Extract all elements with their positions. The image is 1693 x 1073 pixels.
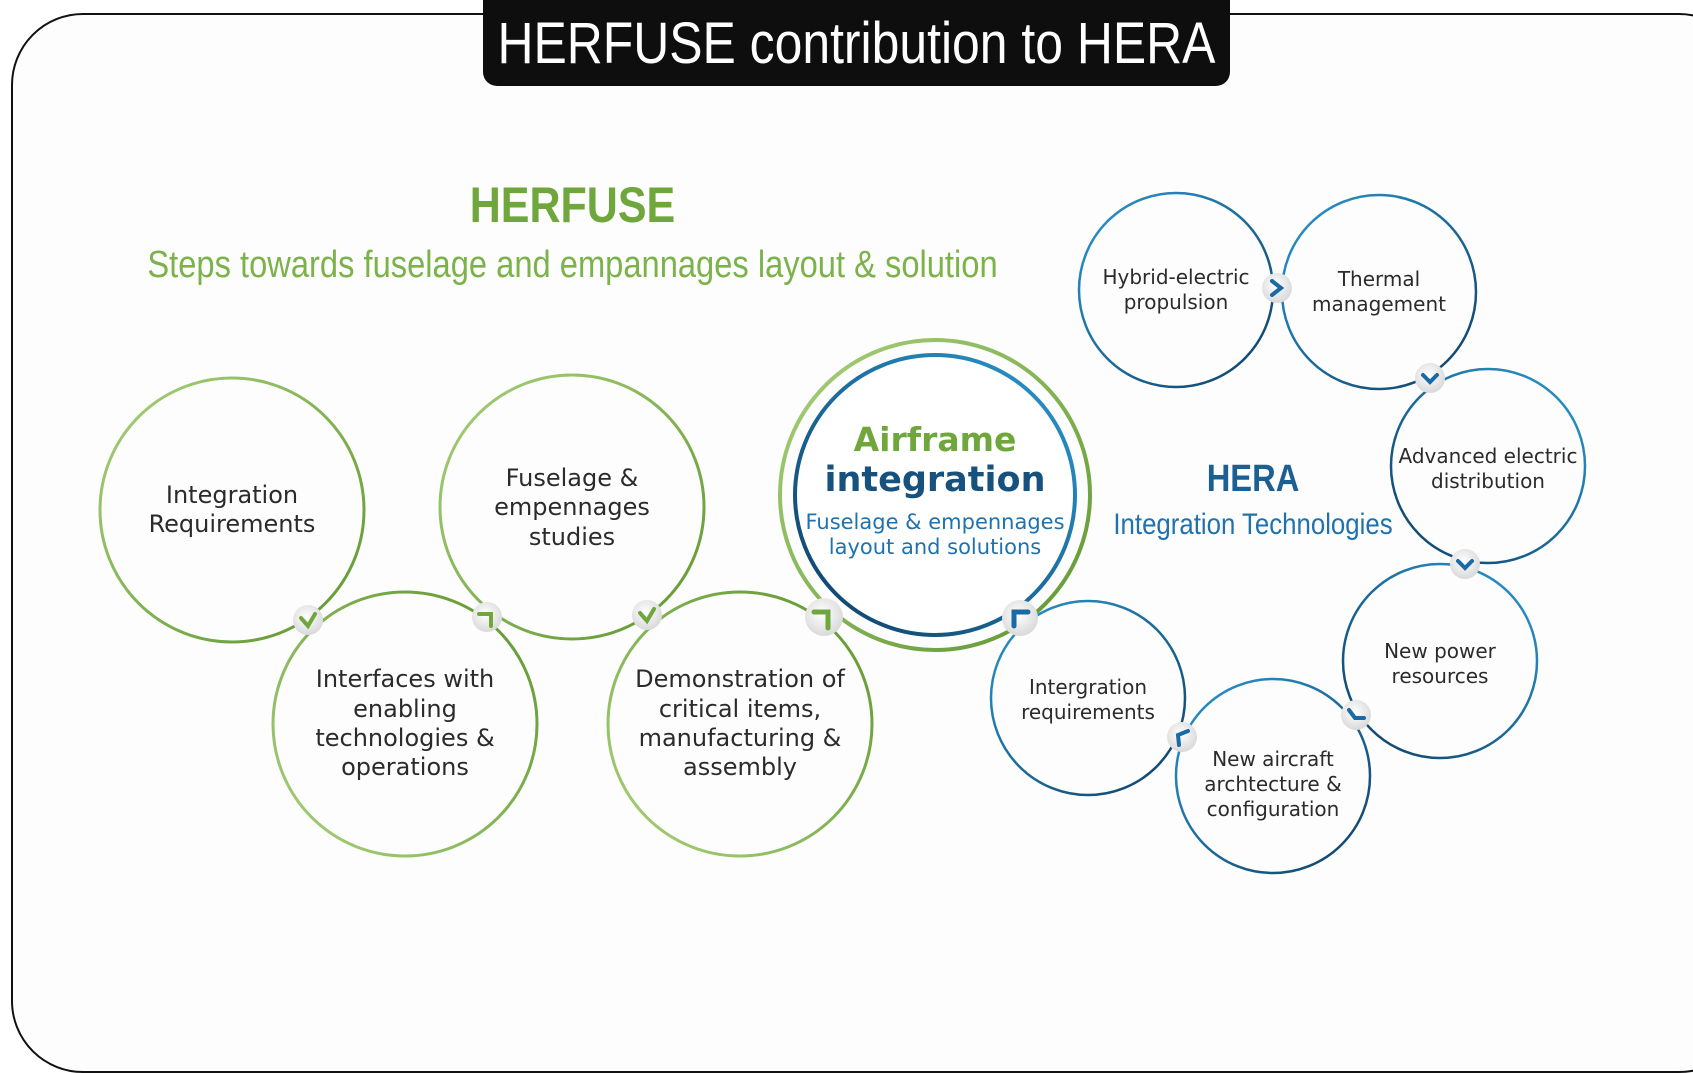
- herfuse-subheading: Steps towards fuselage and empannages la…: [147, 244, 998, 286]
- title-banner: HERFUSE contribution to HERA: [483, 0, 1230, 86]
- hub-outer-ring: [778, 338, 1092, 652]
- connector-icon: [632, 600, 662, 630]
- connector-icon: [1450, 549, 1480, 579]
- herfuse-heading: HERFUSE: [469, 177, 676, 233]
- connector-icon: [805, 598, 843, 636]
- hub-inner-ring: [793, 353, 1077, 637]
- hera-step-thermal-management: Thermal management: [1312, 267, 1446, 316]
- hera-step-circle-architecture: [1174, 677, 1372, 875]
- page-title: HERFUSE contribution to HERA: [497, 10, 1216, 76]
- herfuse-step-circle-fuselage: [438, 373, 706, 641]
- connector-icon: [1415, 363, 1445, 393]
- hera-subheading: Integration Technologies: [1113, 508, 1393, 541]
- hera-heading: HERA: [1206, 458, 1300, 500]
- hub-subtitle: Fuselage & empennages layout and solutio…: [805, 509, 1065, 560]
- herfuse-step-integration-requirements: Integration Requirements: [148, 480, 316, 538]
- herfuse-step-circle-integration: [98, 376, 366, 644]
- hera-step-circle-distribution: [1389, 367, 1587, 565]
- connector-icon: [1002, 600, 1038, 636]
- connector-icon: [472, 602, 502, 632]
- connector-icon: [1341, 700, 1371, 730]
- connector-icon: [1167, 722, 1197, 752]
- hera-step-aircraft-architecture: New aircraft archtecture & configuration: [1204, 746, 1342, 821]
- diagram-canvas: [98, 191, 1587, 875]
- connector-icon: [293, 605, 323, 635]
- herfuse-step-fuselage-studies: Fuselage & empennages studies: [494, 464, 650, 551]
- hera-step-electric-distribution: Advanced electric distribution: [1398, 444, 1578, 493]
- herfuse-step-demonstration: Demonstration of critical items, manufac…: [635, 665, 845, 782]
- connector-icon: [1262, 273, 1292, 303]
- hera-step-integration-requirements: Intergration requirements: [1021, 675, 1155, 724]
- hera-step-hybrid-propulsion: Hybrid-electric propulsion: [1102, 265, 1250, 314]
- herfuse-step-circle-interfaces: [271, 590, 539, 858]
- hub-label: Airframe integration Fuselage & empennag…: [795, 420, 1075, 590]
- hera-step-power-resources: New power resources: [1384, 639, 1496, 688]
- herfuse-step-circle-demonstration: [606, 590, 874, 858]
- hub-title-line2: integration: [824, 459, 1046, 500]
- hera-step-circle-power: [1341, 562, 1539, 760]
- herfuse-step-interfaces: Interfaces with enabling technologies & …: [315, 665, 495, 782]
- hera-step-circle-requirements: [989, 599, 1187, 797]
- hub-title-line1: Airframe: [853, 420, 1017, 459]
